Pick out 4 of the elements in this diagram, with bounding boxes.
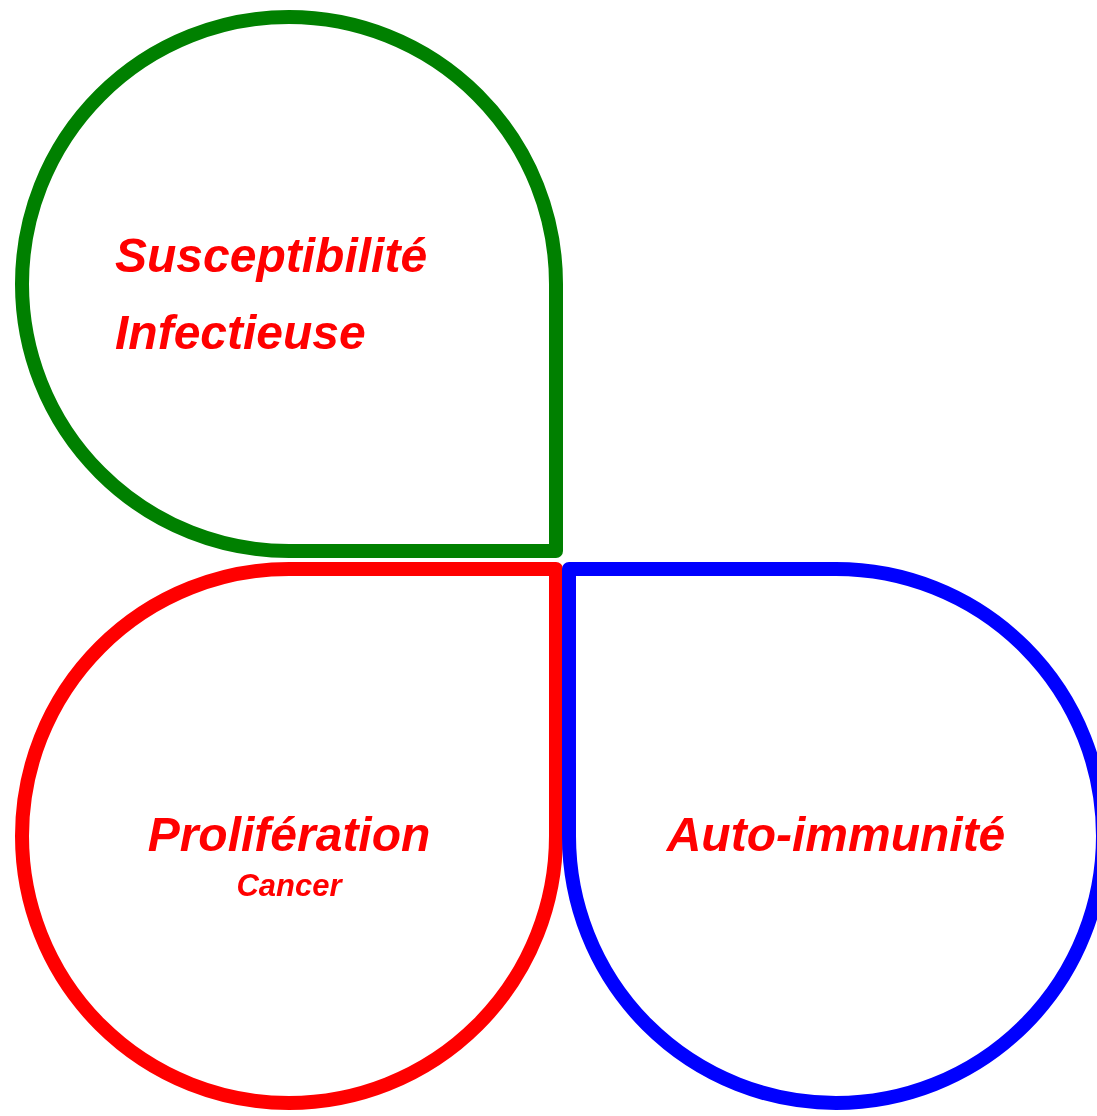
node-title: Auto-immunité xyxy=(665,807,1007,863)
node-title: Prolifération xyxy=(146,807,432,863)
node-title: Susceptibilité Infectieuse xyxy=(115,228,429,361)
node-subtitle: Cancer xyxy=(235,866,344,904)
